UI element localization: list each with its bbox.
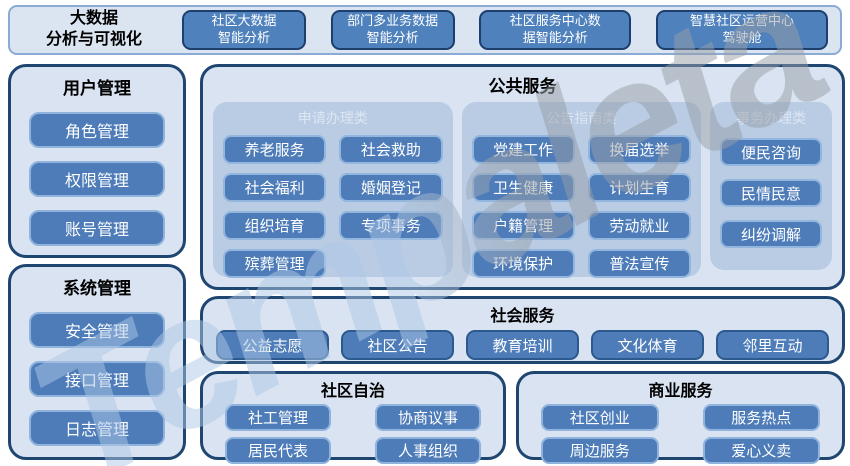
btn-dept-multibiz-data-analysis[interactable]: 部门多业务数据 智能分析 (330, 10, 455, 50)
btn-neighborhood-interaction[interactable]: 邻里互动 (716, 330, 829, 360)
business-services-title: 商业服务 (648, 383, 713, 400)
public-services-title: 公共服务 (488, 77, 557, 96)
community-autonomy-title: 社区自治 (320, 383, 385, 400)
public-services-groups: 申请办理类 养老服务 社会救助 社会福利 婚姻登记 组织培育 专项事务 殡葬管理… (203, 97, 842, 288)
btn-family-planning[interactable]: 计划生育 (587, 173, 691, 202)
btn-resident-representative[interactable]: 居民代表 (225, 437, 331, 464)
btn-public-welfare-volunteer[interactable]: 公益志愿 (216, 330, 329, 360)
group-affairs-handling: 事务办理类 便民咨询 民情民意 纠纷调解 (710, 102, 832, 270)
btn-special-affairs[interactable]: 专项事务 (339, 211, 443, 240)
group-affairs-title: 事务办理类 (736, 110, 806, 126)
btn-community-announcement[interactable]: 社区公告 (341, 330, 454, 360)
btn-service-center-data-analysis[interactable]: 社区服务中心数 据智能分析 (479, 10, 632, 50)
btn-charity-sale[interactable]: 爱心义卖 (702, 437, 820, 464)
btn-log-management[interactable]: 日志管理 (29, 410, 165, 446)
bigdata-analysis-bar: 大数据 分析与可视化 社区大数据 智能分析 部门多业务数据 智能分析 社区服务中… (8, 5, 842, 55)
btn-personnel-organization[interactable]: 人事组织 (375, 437, 481, 464)
btn-dispute-mediation[interactable]: 纠纷调解 (720, 220, 822, 248)
group-announcement-guide: 公告指南类 党建工作 换届选举 卫生健康 计划生育 户籍管理 劳动就业 环境保护… (461, 102, 701, 278)
btn-service-hotspot[interactable]: 服务热点 (702, 404, 820, 431)
btn-social-assistance[interactable]: 社会救助 (339, 135, 443, 164)
btn-convenience-consulting[interactable]: 便民咨询 (720, 138, 822, 166)
btn-environment-protection[interactable]: 环境保护 (471, 249, 575, 278)
system-management-box: 系统管理 安全管理 接口管理 日志管理 (8, 264, 186, 460)
business-services-grid: 社区创业 服务热点 周边服务 爱心义卖 (519, 401, 842, 464)
group-announcement-title: 公告指南类 (546, 110, 617, 126)
group-application-title: 申请办理类 (297, 110, 368, 126)
btn-interface-management[interactable]: 接口管理 (29, 361, 165, 397)
user-management-box: 用户管理 角色管理 权限管理 账号管理 (8, 64, 186, 258)
user-management-title: 用户管理 (63, 79, 131, 98)
group-application-grid: 养老服务 社会救助 社会福利 婚姻登记 组织培育 专项事务 殡葬管理 (223, 135, 443, 278)
btn-social-welfare[interactable]: 社会福利 (223, 173, 327, 202)
btn-funeral-management[interactable]: 殡葬管理 (223, 249, 327, 278)
social-services-box: 社会服务 公益志愿 社区公告 教育培训 文化体育 邻里互动 (200, 296, 845, 364)
btn-community-entrepreneurship[interactable]: 社区创业 (541, 404, 659, 431)
btn-organization-cultivation[interactable]: 组织培育 (223, 211, 327, 240)
bigdata-buttons-row: 社区大数据 智能分析 部门多业务数据 智能分析 社区服务中心数 据智能分析 智慧… (178, 10, 840, 50)
btn-account-management[interactable]: 账号管理 (29, 210, 165, 246)
bigdata-visualization-title: 大数据 分析与可视化 (45, 10, 142, 48)
btn-role-management[interactable]: 角色管理 (29, 112, 165, 148)
business-services-box: 商业服务 社区创业 服务热点 周边服务 爱心义卖 (516, 371, 845, 464)
public-services-box: 公共服务 申请办理类 养老服务 社会救助 社会福利 婚姻登记 组织培育 专项事务… (200, 64, 845, 290)
btn-social-worker-management[interactable]: 社工管理 (225, 404, 331, 431)
btn-consultation-deliberation[interactable]: 协商议事 (375, 404, 481, 431)
btn-public-opinion[interactable]: 民情民意 (720, 179, 822, 207)
system-management-title: 系统管理 (63, 279, 131, 298)
btn-permission-management[interactable]: 权限管理 (29, 161, 165, 197)
btn-labor-employment[interactable]: 劳动就业 (587, 211, 691, 240)
community-autonomy-grid: 社工管理 协商议事 居民代表 人事组织 (203, 401, 503, 464)
btn-community-bigdata-analysis[interactable]: 社区大数据 智能分析 (182, 10, 306, 50)
btn-elderly-care-service[interactable]: 养老服务 (223, 135, 327, 164)
btn-law-popularization[interactable]: 普法宣传 (587, 249, 691, 278)
btn-health-hygiene[interactable]: 卫生健康 (471, 173, 575, 202)
group-affairs-grid: 便民咨询 民情民意 纠纷调解 (720, 135, 822, 248)
btn-marriage-registration[interactable]: 婚姻登记 (339, 173, 443, 202)
btn-reelection[interactable]: 换届选举 (587, 135, 691, 164)
btn-culture-sports[interactable]: 文化体育 (591, 330, 704, 360)
btn-operation-center-cockpit[interactable]: 智慧社区运营中心 驾驶舱 (655, 10, 828, 50)
group-announcement-grid: 党建工作 换届选举 卫生健康 计划生育 户籍管理 劳动就业 环境保护 普法宣传 (471, 135, 691, 278)
btn-household-registration[interactable]: 户籍管理 (471, 211, 575, 240)
community-autonomy-box: 社区自治 社工管理 协商议事 居民代表 人事组织 (200, 371, 506, 464)
social-services-row: 公益志愿 社区公告 教育培训 文化体育 邻里互动 (203, 326, 842, 360)
btn-nearby-services[interactable]: 周边服务 (541, 437, 659, 464)
btn-party-building-work[interactable]: 党建工作 (471, 135, 575, 164)
btn-education-training[interactable]: 教育培训 (466, 330, 579, 360)
btn-security-management[interactable]: 安全管理 (29, 312, 165, 348)
group-application-handling: 申请办理类 养老服务 社会救助 社会福利 婚姻登记 组织培育 专项事务 殡葬管理 (213, 102, 453, 278)
social-services-title: 社会服务 (490, 308, 555, 325)
